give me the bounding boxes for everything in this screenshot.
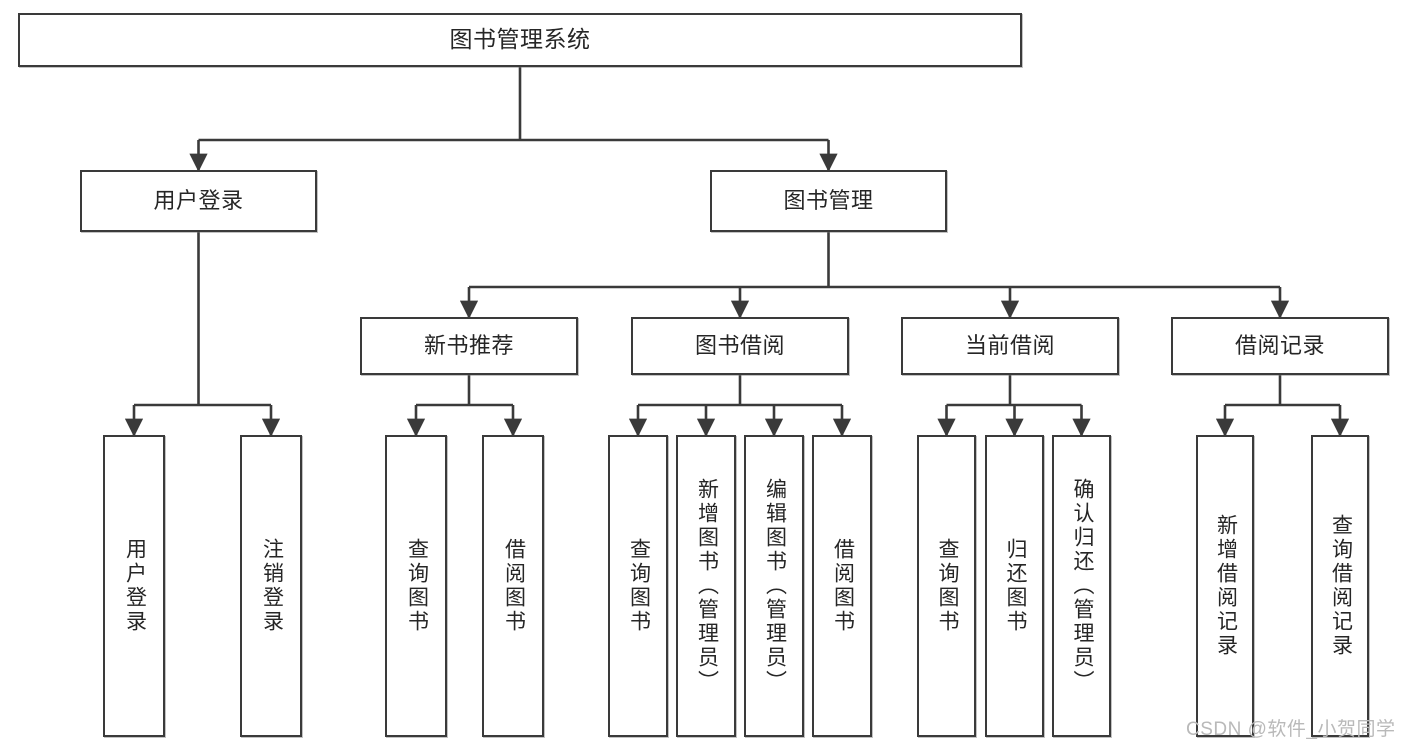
node-label: 新书推荐 — [423, 332, 514, 358]
node-user-login[interactable]: 用户登录 — [80, 170, 317, 232]
node-leaf-return-book[interactable]: 归还图书 — [985, 435, 1044, 737]
node-leaf-query-book-borrow[interactable]: 查询图书 — [608, 435, 668, 737]
node-label: 注销登录 — [260, 538, 284, 634]
node-label: 编辑图书（管理员） — [763, 478, 787, 694]
node-label: 借阅记录 — [1234, 332, 1325, 358]
node-label: 借阅图书 — [502, 538, 526, 634]
node-label: 图书借阅 — [694, 332, 785, 358]
node-label: 用户登录 — [123, 538, 147, 634]
node-leaf-user-logout[interactable]: 注销登录 — [240, 435, 302, 737]
node-label: 查询图书 — [627, 538, 651, 634]
node-label: 新增借阅记录 — [1214, 514, 1238, 658]
node-label: 图书管理系统 — [449, 26, 591, 53]
node-leaf-add-book[interactable]: 新增图书（管理员） — [676, 435, 736, 737]
node-label: 确认归还（管理员） — [1070, 478, 1094, 694]
node-book-manage[interactable]: 图书管理 — [710, 170, 947, 232]
node-label: 归还图书 — [1003, 538, 1027, 634]
node-label: 新增图书（管理员） — [695, 478, 719, 694]
node-book-borrow[interactable]: 图书借阅 — [631, 317, 849, 375]
node-borrow-record[interactable]: 借阅记录 — [1171, 317, 1389, 375]
node-leaf-query-book-rec[interactable]: 查询图书 — [385, 435, 447, 737]
node-label: 借阅图书 — [831, 538, 855, 634]
node-leaf-borrow-book-rec[interactable]: 借阅图书 — [482, 435, 544, 737]
node-leaf-query-record[interactable]: 查询借阅记录 — [1311, 435, 1369, 737]
node-label: 图书管理 — [783, 187, 874, 213]
node-root[interactable]: 图书管理系统 — [18, 13, 1022, 67]
node-leaf-edit-book[interactable]: 编辑图书（管理员） — [744, 435, 804, 737]
node-label: 查询图书 — [405, 538, 429, 634]
node-current-borrow[interactable]: 当前借阅 — [901, 317, 1119, 375]
node-label: 用户登录 — [153, 187, 244, 213]
node-label: 查询借阅记录 — [1329, 514, 1353, 658]
node-leaf-user-login[interactable]: 用户登录 — [103, 435, 165, 737]
node-label: 查询图书 — [935, 538, 959, 634]
node-leaf-add-record[interactable]: 新增借阅记录 — [1196, 435, 1254, 737]
node-label: 当前借阅 — [964, 332, 1055, 358]
node-new-book-rec[interactable]: 新书推荐 — [360, 317, 578, 375]
node-leaf-query-book-current[interactable]: 查询图书 — [917, 435, 976, 737]
node-leaf-confirm-return[interactable]: 确认归还（管理员） — [1052, 435, 1111, 737]
watermark: CSDN @软件_小贺同学 — [1186, 719, 1396, 740]
node-leaf-borrow-book[interactable]: 借阅图书 — [812, 435, 872, 737]
